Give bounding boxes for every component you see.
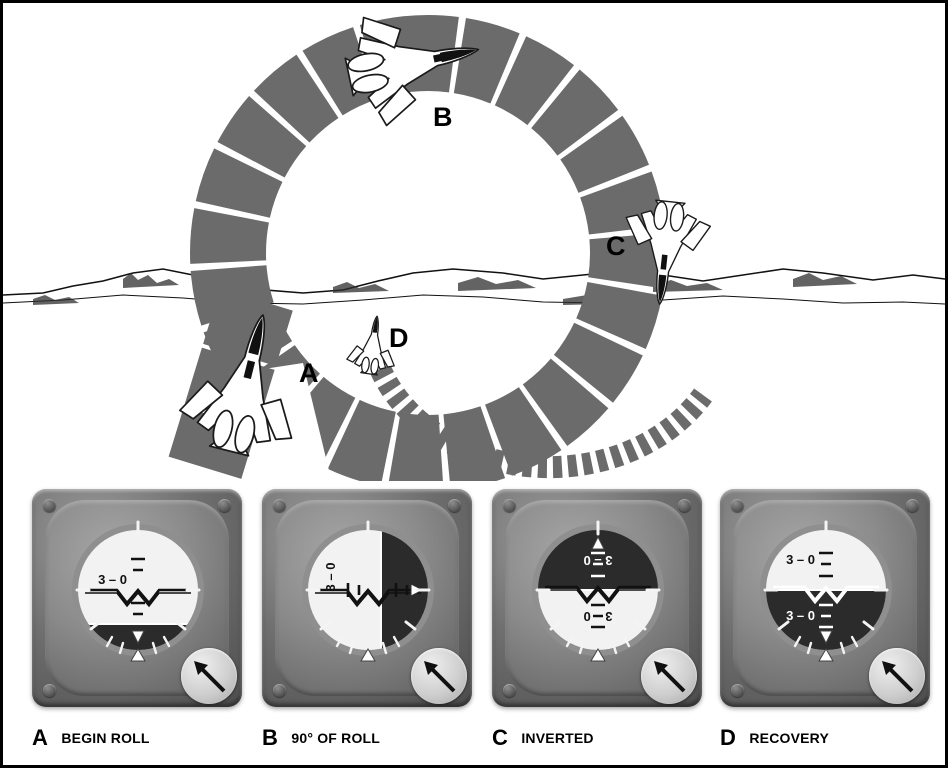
turn-slip-arrow-icon xyxy=(181,648,237,704)
instrument-b-bezel: 3 – 0 xyxy=(262,489,472,707)
caption-label: 90° OF ROLL xyxy=(291,730,381,746)
bezel-screw-icon xyxy=(678,499,691,512)
instrument-d-caption: D RECOVERY xyxy=(720,725,948,751)
instrument-d-bezel: 3 – 0 3 – 0 xyxy=(720,489,930,707)
diagram-label-a: A xyxy=(299,358,319,388)
instrument-a-face: 3 – 0 xyxy=(65,517,211,663)
diagram-label-c: C xyxy=(606,231,626,261)
bezel-screw-icon xyxy=(43,499,56,512)
instrument-a[interactable]: 3 – 0 xyxy=(32,489,242,750)
aircraft-d xyxy=(346,315,395,376)
bezel-screw-icon xyxy=(43,684,56,697)
instrument-c-face: 3 – 0 3 – 0 xyxy=(525,517,671,663)
caption-label: RECOVERY xyxy=(749,730,829,746)
bezel-screw-icon xyxy=(273,499,286,512)
bank-scale xyxy=(535,520,661,655)
instrument-panel: 3 – 0 xyxy=(6,481,948,768)
diagram-label-b: B xyxy=(433,102,453,132)
pitch-label-top-inverted: 3 – 0 xyxy=(584,553,613,568)
instrument-d-face: 3 – 0 3 – 0 xyxy=(753,517,899,663)
caption-letter: C xyxy=(492,725,508,750)
pitch-label-bottom-inverted: 3 – 0 xyxy=(584,609,613,624)
caption-label: BEGIN ROLL xyxy=(61,730,150,746)
turn-slip-arrow-icon xyxy=(641,648,697,704)
roll-reference-pointer-icon xyxy=(590,648,606,662)
bezel-screw-icon xyxy=(218,499,231,512)
aircraft-reference-symbol-icon xyxy=(315,587,421,608)
instrument-c[interactable]: 3 – 0 3 – 0 xyxy=(492,489,702,750)
instrument-b-face: 3 – 0 xyxy=(295,517,441,663)
instrument-a-bezel: 3 – 0 xyxy=(32,489,242,707)
instrument-c-bezel: 3 – 0 3 – 0 xyxy=(492,489,702,707)
pitch-label-bottom: 3 – 0 xyxy=(786,608,815,623)
aircraft-reference-symbol-icon xyxy=(85,587,191,608)
horizon-mountains xyxy=(3,268,945,305)
roll-reference-pointer-icon xyxy=(360,648,376,662)
instrument-c-caption: C INVERTED xyxy=(492,725,732,751)
bezel-screw-icon xyxy=(731,499,744,512)
turn-slip-arrow-icon xyxy=(869,648,925,704)
aircraft-b xyxy=(344,16,480,127)
diagram-label-d: D xyxy=(389,323,409,353)
roll-index-pointer-icon xyxy=(819,630,833,645)
pitch-label-top: 3 – 0 xyxy=(786,552,815,567)
bank-scale xyxy=(305,520,431,655)
instrument-d[interactable]: 3 – 0 3 – 0 xyxy=(720,489,930,750)
aircraft-reference-symbol-icon xyxy=(773,584,879,605)
maneuver-diagram: A B C D xyxy=(3,3,945,481)
aircraft-c xyxy=(625,199,712,305)
roll-reference-pointer-icon xyxy=(818,648,834,662)
pitch-label-rotated: 3 – 0 xyxy=(323,563,338,592)
instrument-a-caption: A BEGIN ROLL xyxy=(32,725,272,751)
caption-letter: D xyxy=(720,725,736,750)
aircraft-reference-symbol-icon xyxy=(545,584,651,605)
bezel-screw-icon xyxy=(273,684,286,697)
roll-index-pointer-icon xyxy=(131,630,145,645)
turn-slip-arrow-icon xyxy=(411,648,467,704)
bezel-screw-icon xyxy=(503,684,516,697)
bezel-screw-icon xyxy=(448,499,461,512)
caption-letter: B xyxy=(262,725,278,750)
horizon-texture xyxy=(33,273,857,305)
caption-label: INVERTED xyxy=(521,730,594,746)
aircraft-a xyxy=(179,314,293,457)
bezel-screw-icon xyxy=(906,499,919,512)
roll-index-pointer-icon xyxy=(591,535,605,550)
bezel-screw-icon xyxy=(503,499,516,512)
pitch-label-top: 3 – 0 xyxy=(98,572,127,587)
bank-scale xyxy=(763,520,889,655)
bank-scale xyxy=(75,520,201,655)
bezel-screw-icon xyxy=(731,684,744,697)
instrument-b-caption: B 90° OF ROLL xyxy=(262,725,502,751)
roll-reference-pointer-icon xyxy=(130,648,146,662)
instrument-b[interactable]: 3 – 0 xyxy=(262,489,472,750)
caption-letter: A xyxy=(32,725,48,750)
